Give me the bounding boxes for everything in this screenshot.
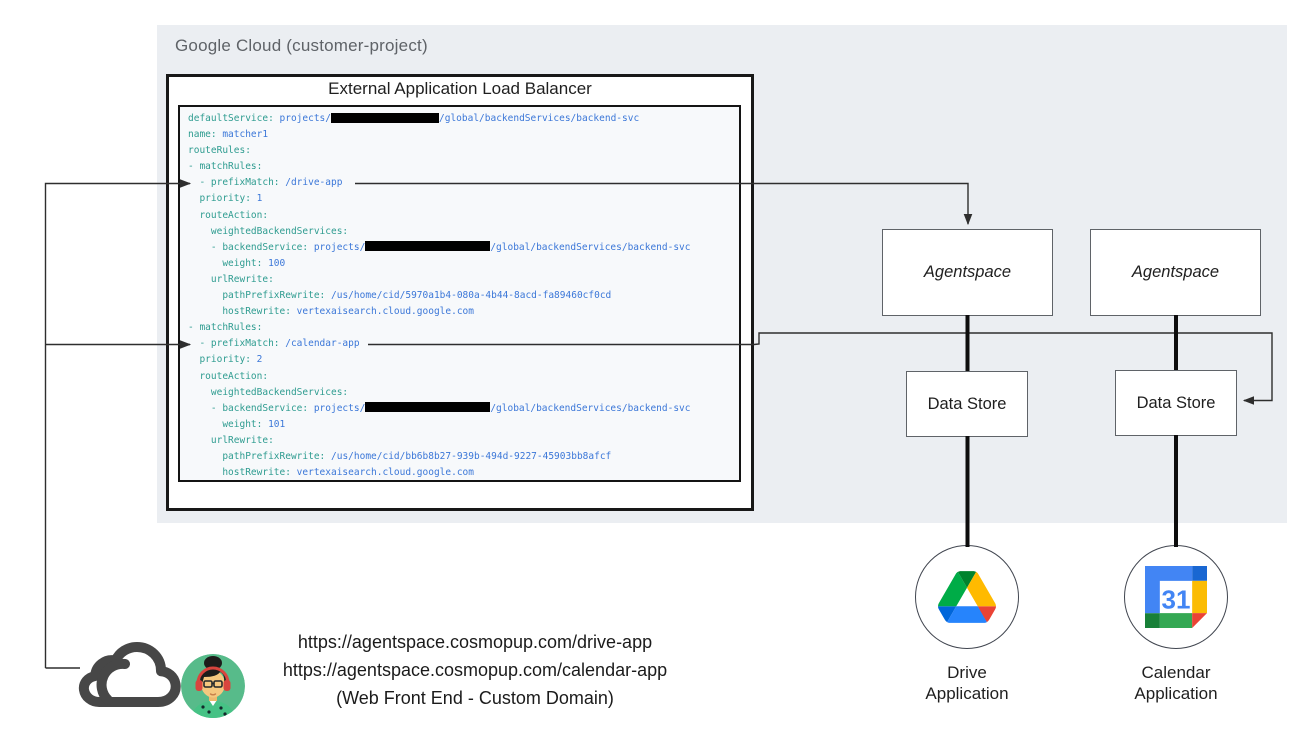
drive-app-label: Drive Application <box>925 663 1009 703</box>
redacted-project-id <box>365 402 491 413</box>
code-line: name: matcher1 <box>188 129 269 141</box>
web-front-end-text: https://agentspace.cosmopup.com/drive-ap… <box>265 628 685 712</box>
code-line: priority: 2 <box>188 354 263 366</box>
code-line: weight: 101 <box>188 418 286 430</box>
code-line: weight: 100 <box>188 257 286 269</box>
code-line: - backendService: projects//global/backe… <box>188 241 691 253</box>
redacted-project-id <box>365 241 491 252</box>
redacted-project-id <box>331 112 439 123</box>
agentspace-box-1: Agentspace <box>882 229 1053 316</box>
code-line: routeAction: <box>188 370 269 382</box>
code-line: - prefixMatch: /calendar-app <box>188 338 360 350</box>
url-calendar-app: https://agentspace.cosmopup.com/calendar… <box>282 660 668 680</box>
code-line: urlRewrite: <box>188 434 274 446</box>
lb-code-block: defaultService: projects//global/backend… <box>178 105 741 482</box>
drive-app-circle <box>915 545 1019 649</box>
datastore-box-1: Data Store <box>906 371 1028 437</box>
code-line: priority: 1 <box>188 193 263 205</box>
code-line: - backendService: projects//global/backe… <box>188 402 691 414</box>
code-line: weightedBackendServices: <box>188 225 349 237</box>
datastore-label-1: Data Store <box>927 394 1007 413</box>
agentspace-label-1: Agentspace <box>923 263 1012 281</box>
code-line: defaultService: projects//global/backend… <box>188 112 640 124</box>
code-line: weightedBackendServices: <box>188 386 349 398</box>
code-line: routeRules: <box>188 145 251 157</box>
google-calendar-icon: 31 <box>1145 566 1207 628</box>
url-drive-app: https://agentspace.cosmopup.com/drive-ap… <box>297 632 653 652</box>
code-line: hostRewrite: vertexaisearch.cloud.google… <box>188 467 474 479</box>
calendar-app-circle: 31 <box>1124 545 1228 649</box>
code-line: pathPrefixRewrite: /us/home/cid/5970a1b4… <box>188 290 612 302</box>
load-balancer-title: External Application Load Balancer <box>328 79 592 98</box>
code-line: hostRewrite: vertexaisearch.cloud.google… <box>188 306 474 318</box>
code-line: urlRewrite: <box>188 273 274 285</box>
calendar-app-label: Calendar Application <box>1134 663 1218 703</box>
code-line: - prefixMatch: /drive-app <box>188 177 343 189</box>
code-line: pathPrefixRewrite: /us/home/cid/bb6b8b27… <box>188 450 612 462</box>
google-drive-icon <box>938 571 996 623</box>
datastore-label-2: Data Store <box>1136 393 1216 412</box>
datastore-box-2: Data Store <box>1115 370 1237 436</box>
google-cloud-panel-label: Google Cloud (customer-project) <box>175 36 428 55</box>
agentspace-label-2: Agentspace <box>1131 263 1220 281</box>
code-line: - matchRules: <box>188 161 263 173</box>
code-line: routeAction: <box>188 209 269 221</box>
web-front-end-caption: (Web Front End - Custom Domain) <box>336 688 614 708</box>
calendar-day-number: 31 <box>1162 584 1191 614</box>
code-line: - matchRules: <box>188 322 263 334</box>
agentspace-box-2: Agentspace <box>1090 229 1261 316</box>
user-avatar <box>181 654 245 718</box>
